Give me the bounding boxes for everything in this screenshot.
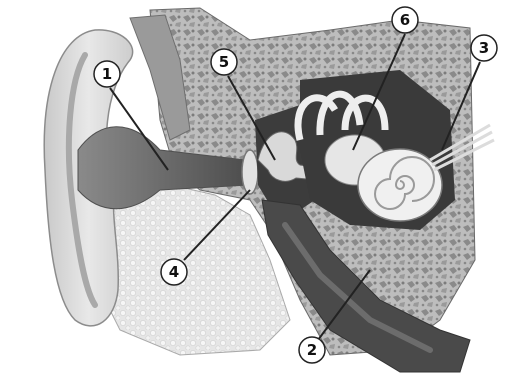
- callout-1: 1: [94, 61, 120, 87]
- eardrum: [242, 150, 258, 194]
- label-5-text: 5: [219, 53, 229, 71]
- callout-2: 2: [299, 337, 325, 363]
- label-2-text: 2: [307, 341, 317, 359]
- label-4-text: 4: [169, 263, 179, 281]
- label-6-text: 6: [400, 11, 410, 29]
- label-3-text: 3: [479, 39, 489, 57]
- label-1-text: 1: [102, 65, 112, 83]
- callout-6: 6: [392, 7, 418, 33]
- callout-3: 3: [471, 35, 497, 61]
- callout-4: 4: [161, 259, 187, 285]
- callout-5: 5: [211, 49, 237, 75]
